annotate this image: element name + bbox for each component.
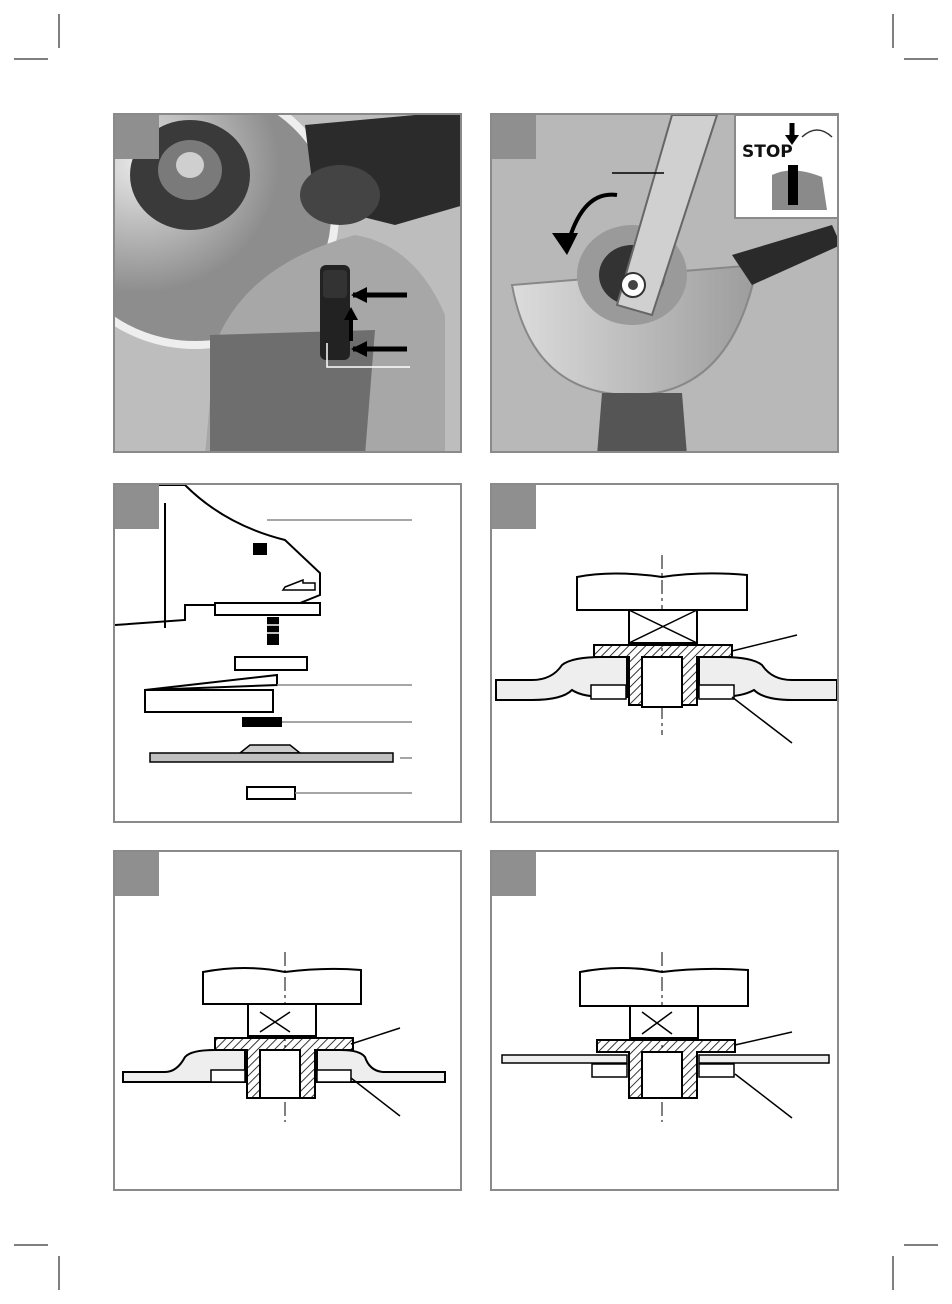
figure-4-diagram	[490, 483, 839, 823]
exploded-assembly-drawing	[115, 485, 462, 823]
figure-number-tab	[492, 485, 536, 529]
grinder-switch-illustration	[115, 115, 462, 453]
stop-label: STOP	[742, 142, 793, 162]
figure-6-diagram	[490, 850, 839, 1191]
figure-5-diagram	[113, 850, 462, 1191]
figure-number-tab	[492, 115, 536, 159]
guard-adjustment-illustration: STOP	[492, 115, 839, 453]
figure-number-tab	[492, 852, 536, 896]
figure-number-tab	[115, 852, 159, 896]
figure-2-photo: STOP	[490, 113, 839, 453]
figure-1-photo	[113, 113, 462, 453]
section-drawing-flat-disc	[492, 852, 839, 1191]
figure-number-tab	[115, 115, 159, 159]
figure-3-diagram	[113, 483, 462, 823]
figure-number-tab	[115, 485, 159, 529]
section-drawing-depressed-wheel	[492, 485, 839, 823]
section-drawing-depressed-wheel-b	[115, 852, 462, 1191]
